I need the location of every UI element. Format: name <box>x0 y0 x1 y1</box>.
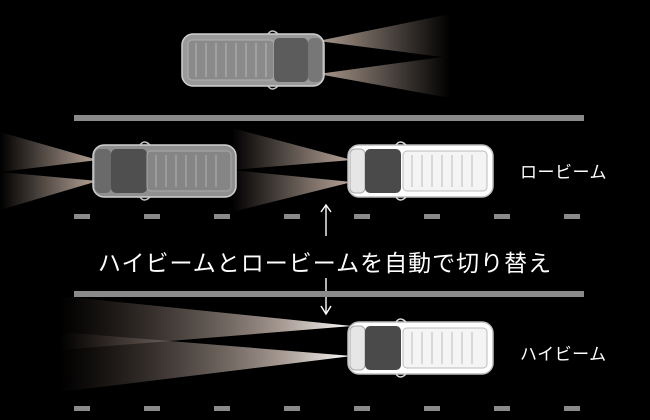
dashed-lane-line-upper <box>74 214 580 219</box>
own-car-high-beam <box>347 318 494 378</box>
own-car-low-beam <box>347 141 494 201</box>
high-beam-rays <box>60 296 352 392</box>
high-beam-label: ハイビーム <box>520 345 607 365</box>
auto-switch-caption: ハイビームとロービームを自動で切り替え <box>97 251 553 277</box>
dashed-lane-line-lower <box>74 406 580 411</box>
upper-lane-line <box>74 115 584 121</box>
low-beam-label: ロービーム <box>520 163 607 183</box>
low-beam-rays <box>0 128 352 212</box>
oncoming-car <box>181 30 325 90</box>
oncoming-car-beams <box>318 14 450 98</box>
preceding-car <box>92 141 237 201</box>
lower-lane-line <box>74 291 584 297</box>
